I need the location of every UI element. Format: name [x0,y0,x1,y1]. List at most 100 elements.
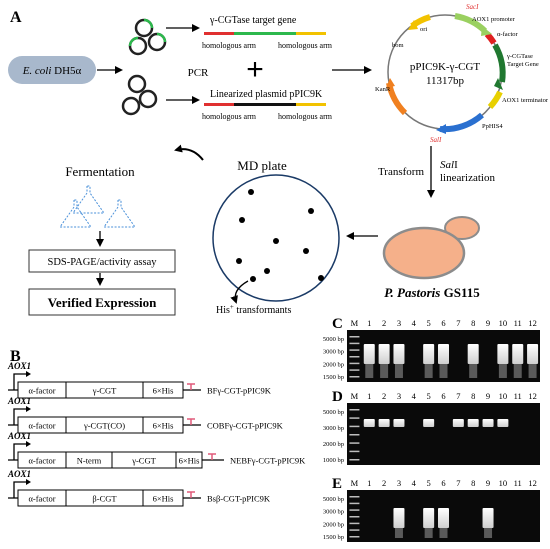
construct-part-label: α-factor [28,421,55,431]
target-gene-label: γ-CGTase target gene [209,15,297,26]
linear-arm-left-label: homologous arm [202,112,257,121]
flask-icon [72,185,105,214]
target-arm-right-label: homologous arm [278,41,333,50]
marker-label: 3000 bp [323,425,344,432]
marker-label: 5000 bp [323,409,344,416]
sample-band [467,419,479,427]
ladder-band [349,516,360,518]
lane-label: 10 [499,478,508,488]
plasmid-map [386,13,506,134]
target-arm-left [204,32,234,35]
band-smear [394,364,403,378]
linearization-enzyme: SalI [440,159,458,171]
sample-band [423,508,435,528]
ladder-band [349,425,360,428]
cgtase-arc [492,43,506,83]
lane-label: 5 [427,478,431,488]
ladder-band [349,529,360,531]
ecoli-label: E. coli DH5α [22,65,82,77]
construct-part-label: γ-CGT [92,386,117,396]
alpha-factor-map-label: α-factor [497,31,519,38]
ladder-band [349,459,360,461]
band-smear [484,528,493,538]
terminator-icon [187,383,195,390]
target-arm-left-label: homologous arm [202,41,257,50]
sac1-label: SacI [466,3,479,11]
verified-box [28,288,176,316]
lane-label: 9 [486,318,490,328]
ladder-band [349,409,360,411]
cgtase-map-label-2: Target Gene [507,61,539,68]
plus-sign: + [246,53,264,86]
plasmid-name: pPIC9K-γ-CGT [410,61,481,73]
aox1-terminator-label: AOX1 terminator [502,97,549,104]
lane-label: 1 [367,391,371,401]
linear-arm-left [204,103,234,106]
aox1-terminator-arc [487,90,503,110]
construct-part-label: β-CGT [92,494,117,504]
ladder-band [349,369,360,371]
marker-label: 1500 bp [323,534,344,541]
assay-box [28,249,176,273]
construct-part-label: α-factor [28,494,55,504]
ladder-band [349,342,360,345]
promoter-arrow-icon [13,408,26,425]
ori-label: ori [420,26,427,33]
pphis4-label: PpHIS4 [482,123,503,130]
panel-a-label: A [10,9,22,26]
promoter-arrow-icon [13,443,26,460]
marker-label: 1000 bp [323,457,344,464]
flask-icons [59,185,136,228]
promoter-label: AOX1 [7,361,31,371]
sample-band [527,344,539,364]
marker-label: 2000 bp [323,361,344,368]
band-smear [365,364,374,378]
promoter-arrow-icon [13,373,26,390]
arrow-plate-fermentation [174,144,204,161]
lane-label: 7 [456,478,460,488]
lane-label: M [351,318,359,328]
lane-label: 12 [528,318,537,328]
construct-part-box [142,416,184,434]
construct-name: NEBFγ-CGT-pPIC9K [230,456,306,466]
gel-panel-label: D [332,389,343,405]
ladder-band [349,502,360,505]
kanr-label: KanR [375,86,391,93]
construct-part-label: 6×His [153,386,174,396]
lane-label: 8 [471,318,475,328]
promoter-label: AOX1 [7,396,31,406]
lane-label: 4 [412,318,417,328]
ladder-band [349,442,360,444]
gel-panel-label: E [332,476,342,492]
construct-part-label: γ-CGT [131,456,156,466]
cgtase-map-label-1: γ-CGTase [506,53,533,60]
ladder-band [349,336,360,338]
lane-label: 7 [456,391,460,401]
construct-part-label: 6×His [179,456,200,466]
linear-arm-right [296,103,326,106]
sample-band [393,508,405,528]
lane-label: 8 [471,478,475,488]
lane-label: 2 [382,478,386,488]
promoter-arrowhead-icon [26,441,31,447]
promoter-arrowhead-icon [26,406,31,412]
lane-label: 10 [499,391,508,401]
lane-label: 9 [486,391,490,401]
band-smear [498,364,507,378]
alpha-factor-arc [484,31,497,45]
construct-part-label: α-factor [28,456,55,466]
ladder-band [349,362,360,365]
lane-label: 11 [514,391,522,401]
sample-band [512,344,524,364]
band-smear [469,364,478,378]
linearized-label: Linearized plasmid pPIC9K [210,89,323,100]
ecoli-box [8,56,96,84]
marker-label: 3000 bp [323,349,344,356]
ladder-band [349,349,360,351]
construct-name: COBFγ-CGT-pPIC9K [207,421,284,431]
linear-plasmid-bar [234,103,296,106]
